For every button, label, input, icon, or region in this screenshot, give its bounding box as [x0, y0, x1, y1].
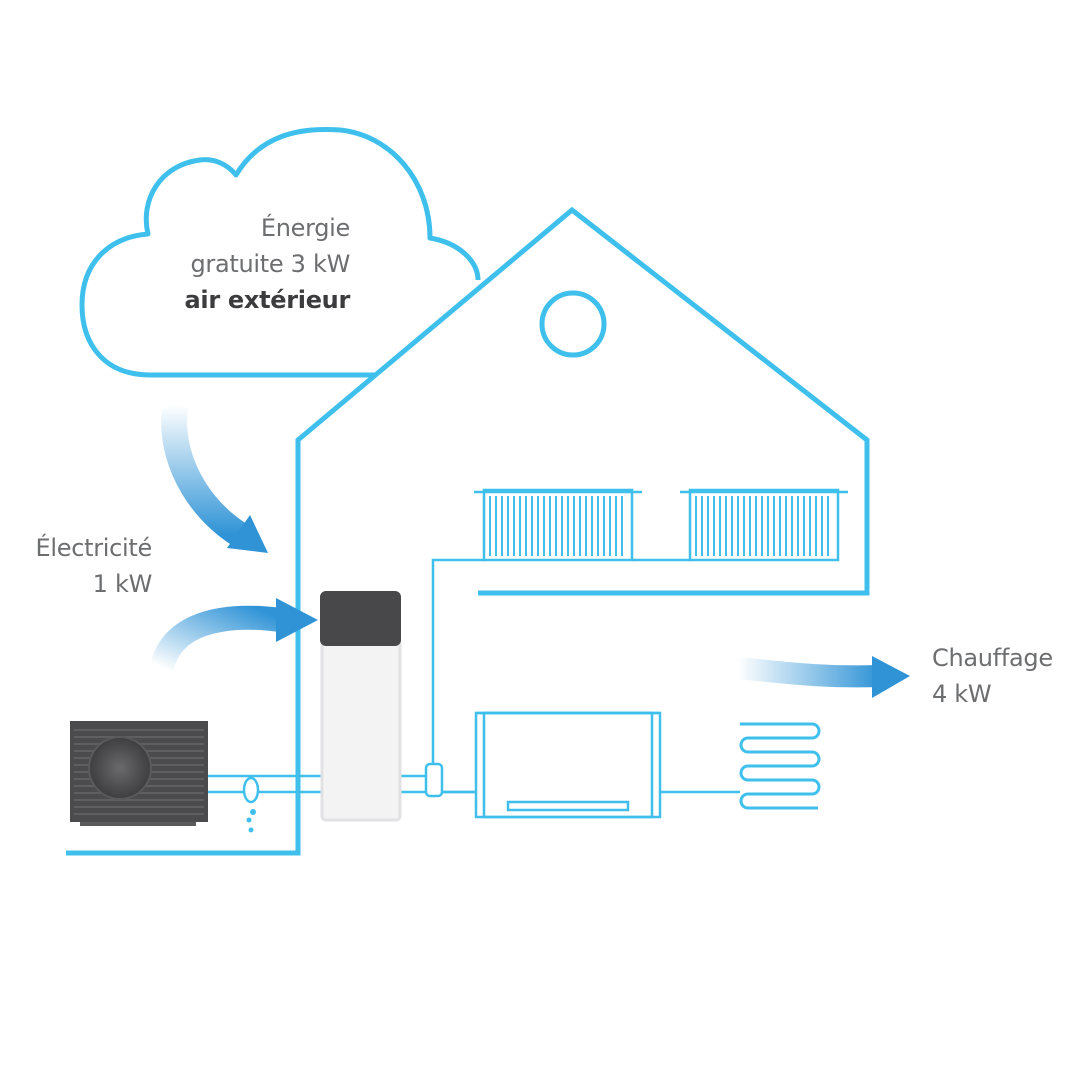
arrow-icon	[150, 598, 318, 672]
electricity-line2: 1 kW	[92, 570, 153, 598]
electricity-line1: Électricité	[35, 534, 153, 562]
free-energy-line1: Énergie	[260, 214, 350, 242]
heat-pump-outdoor-unit-icon	[70, 721, 208, 826]
valve-icon	[424, 762, 444, 798]
radiator-icon	[474, 488, 642, 562]
underfloor-coil-icon	[739, 722, 821, 810]
heating-line1: Chauffage	[932, 644, 1053, 672]
attic-window-icon	[539, 290, 607, 358]
arrow-icon	[161, 402, 268, 553]
condensate-drip-icon	[242, 776, 260, 804]
indoor-unit-icon	[320, 591, 402, 822]
house-icon	[66, 206, 870, 856]
heating-line2: 4 kW	[932, 680, 992, 708]
free-energy-line3: air extérieur	[184, 286, 351, 314]
free-energy-line2: gratuite 3 kW	[190, 250, 350, 278]
cloud-icon	[79, 126, 481, 378]
arrow-icon	[736, 656, 910, 698]
fan-coil-icon	[474, 711, 662, 819]
electricity-label: Électricité 1 kW	[20, 530, 153, 602]
free-energy-label: Énergie gratuite 3 kW air extérieur	[150, 210, 351, 318]
heating-label: Chauffage 4 kW	[932, 640, 1072, 712]
radiator-icon	[680, 488, 848, 562]
